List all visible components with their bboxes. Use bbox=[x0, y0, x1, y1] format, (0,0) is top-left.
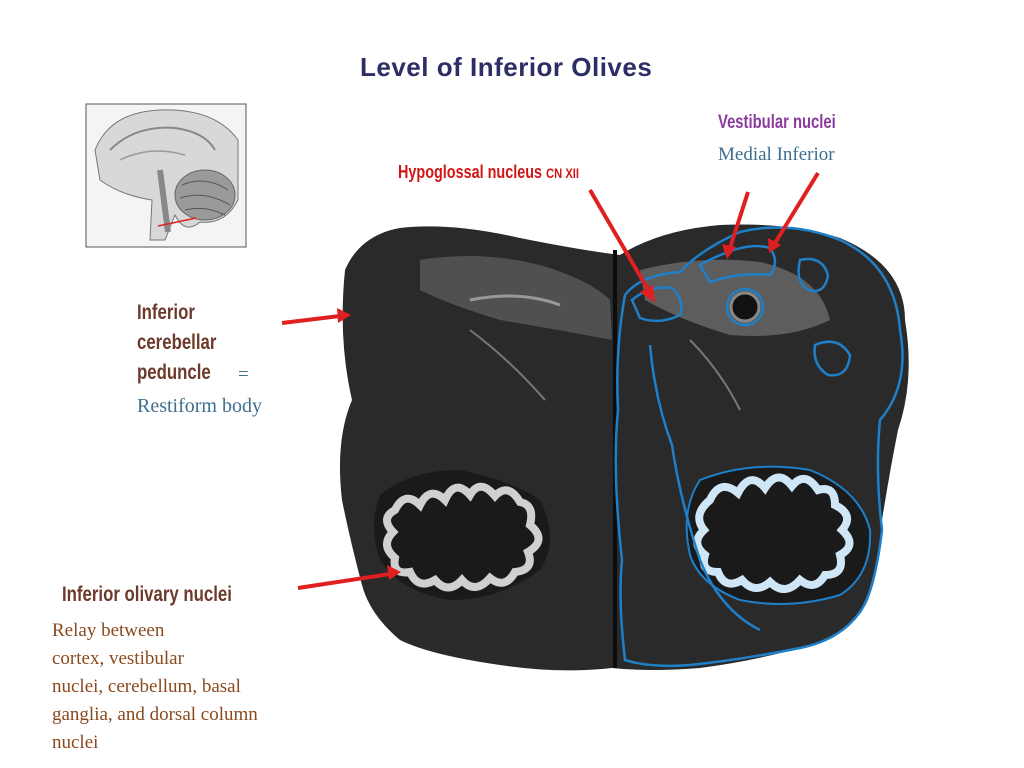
arrow-vestibular-medial bbox=[722, 191, 750, 259]
arrow-icp bbox=[281, 308, 351, 325]
medulla-section-image bbox=[339, 224, 909, 671]
vestibular-subnuclei-label: Medial Inferior bbox=[718, 144, 835, 165]
restiform-label: Restiform body bbox=[137, 395, 262, 417]
hypoglossal-cn-label: CN XII bbox=[546, 165, 580, 181]
arrow-hypoglossal bbox=[588, 188, 655, 303]
brain-inset-image bbox=[85, 103, 247, 248]
hypoglossal-label-text: Hypoglossal nucleus bbox=[398, 162, 547, 182]
relay-description: Relay between cortex, vestibular nuclei,… bbox=[52, 620, 258, 753]
equals-sign: = bbox=[238, 364, 249, 385]
pointer-arrows bbox=[281, 171, 820, 590]
arrow-ion bbox=[297, 565, 401, 590]
inferior-olivary-label: Inferior olivary nuclei bbox=[62, 583, 232, 606]
vestibular-nuclei-label: Vestibular nuclei bbox=[718, 112, 836, 133]
slide-title: Level of Inferior Olives bbox=[360, 52, 653, 82]
arrow-vestibular-inferior bbox=[768, 171, 820, 253]
hypoglossal-label: Hypoglossal nucleus CN XII bbox=[398, 162, 579, 183]
icp-label: Inferior cerebellar peduncle bbox=[137, 301, 217, 384]
